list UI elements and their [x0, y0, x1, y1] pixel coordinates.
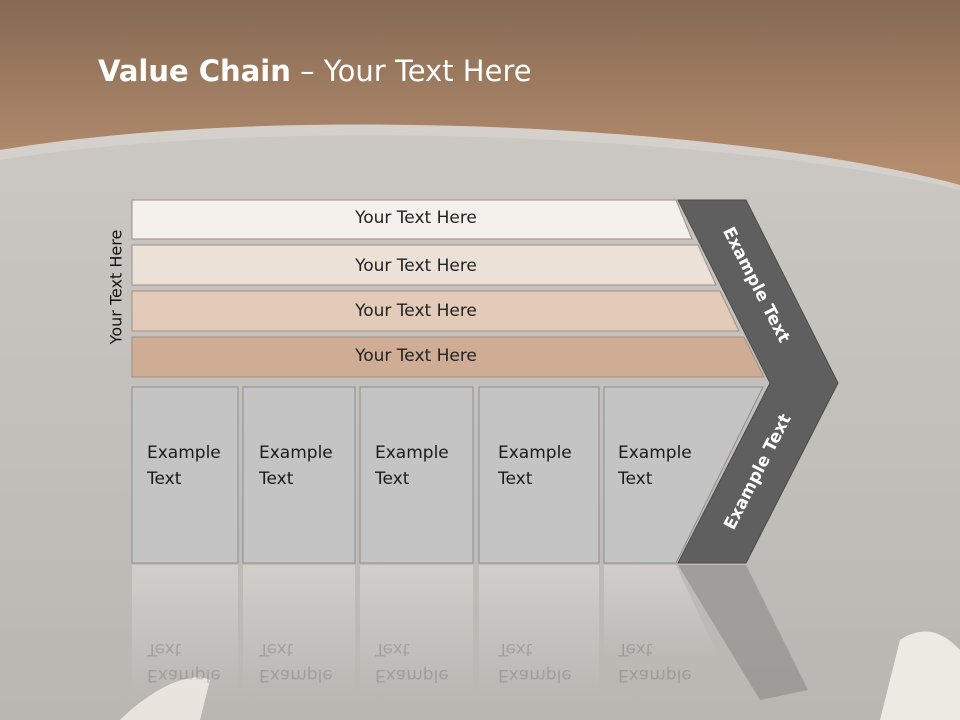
cell-2-line2: Text: [259, 469, 294, 489]
reflection-4-line2: Text: [498, 639, 533, 659]
title-rest: – Your Text Here: [290, 54, 532, 88]
row-label-2: Your Text Here: [355, 256, 477, 276]
cell-box-3: [359, 386, 474, 564]
header-band: [0, 0, 960, 185]
cell-reflection-4: Example Text: [498, 636, 572, 688]
row-bar-3: [131, 290, 740, 332]
row-label-3: Your Text Here: [355, 301, 477, 321]
reflection-2-line2: Text: [259, 639, 294, 659]
chevron-shape: [677, 199, 839, 564]
reflection-5-line2: Text: [618, 639, 653, 659]
cell-box-4: [478, 386, 600, 564]
cell-reflection-2: Example Text: [259, 636, 333, 688]
cell-1-line1: Example: [147, 443, 221, 463]
row-bar-4: [131, 336, 765, 378]
reflection-5-line1: Example: [618, 665, 692, 685]
cell-reflection-1: Example Text: [147, 636, 221, 688]
cell-1-line2: Text: [147, 469, 182, 489]
side-label: Your Text Here: [106, 229, 126, 345]
cell-label-5: Example Text: [618, 440, 692, 492]
cell-label-1: Example Text: [147, 440, 221, 492]
cell-2-line1: Example: [259, 443, 333, 463]
cell-box-5: [603, 386, 764, 564]
cell-box-2: [242, 386, 356, 564]
cell-3-line1: Example: [375, 443, 449, 463]
row-label-1: Your Text Here: [355, 208, 477, 228]
title-bold: Value Chain: [98, 54, 291, 88]
cell-4-line2: Text: [498, 469, 533, 489]
cell-5-line1: Example: [618, 443, 692, 463]
row-label-4: Your Text Here: [355, 346, 477, 366]
cell-label-2: Example Text: [259, 440, 333, 492]
cell-4-line1: Example: [498, 443, 572, 463]
reflection-4-line1: Example: [498, 665, 572, 685]
reflection-3-line2: Text: [375, 639, 410, 659]
page-title: Value Chain – Your Text Here: [98, 54, 532, 88]
cell-label-4: Example Text: [498, 440, 572, 492]
cell-reflection-3: Example Text: [375, 636, 449, 688]
row-bar-1: [131, 199, 693, 240]
cell-box-1: [131, 386, 239, 564]
reflection-1-line1: Example: [147, 665, 221, 685]
cell-label-3: Example Text: [375, 440, 449, 492]
reflection-2-line1: Example: [259, 665, 333, 685]
cell-5-line2: Text: [618, 469, 653, 489]
reflection-1-line2: Text: [147, 639, 182, 659]
cell-reflection-5: Example Text: [618, 636, 692, 688]
reflection-3-line1: Example: [375, 665, 449, 685]
row-bar-2: [131, 244, 717, 286]
cell-3-line2: Text: [375, 469, 410, 489]
